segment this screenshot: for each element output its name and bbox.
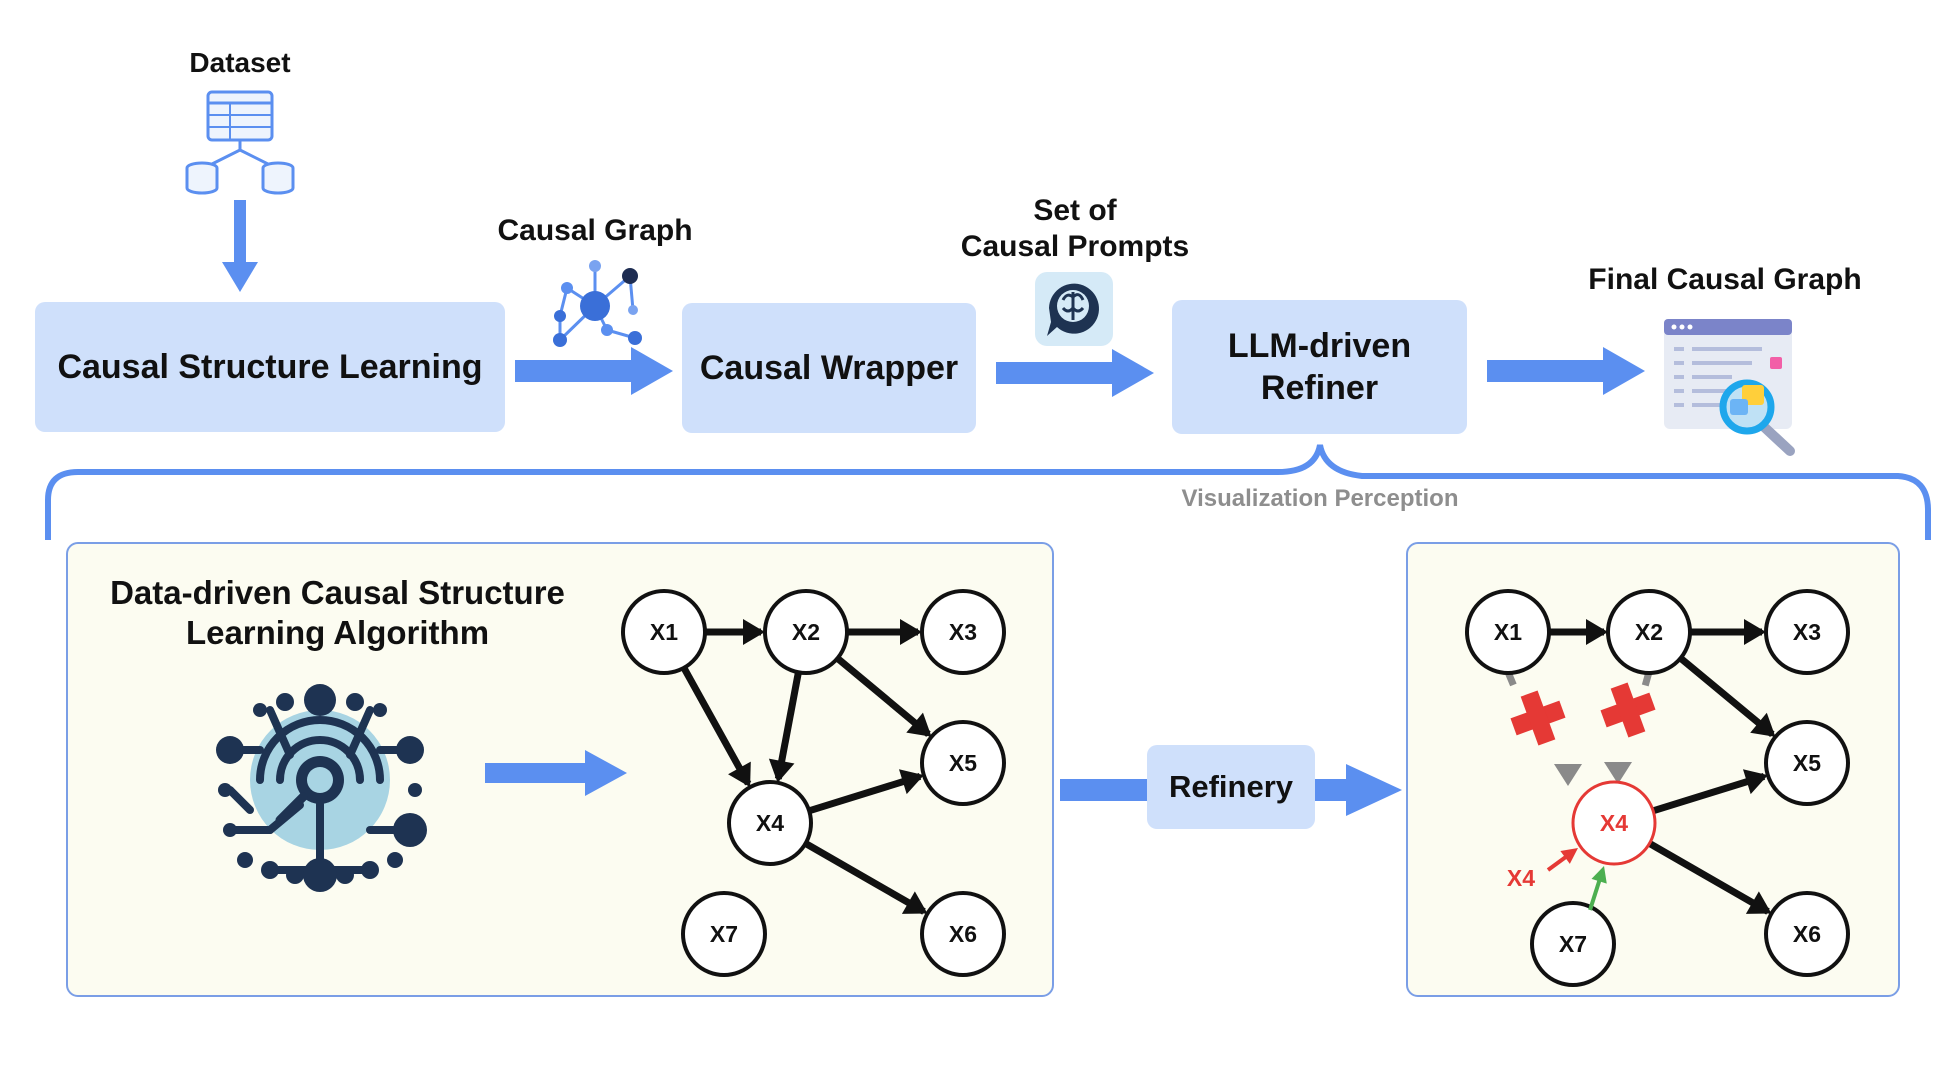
arrowhead-x5 (1750, 712, 1776, 737)
node-x4 (727, 780, 813, 866)
node-x5 (920, 720, 1006, 806)
x4-red-label: X4 (1507, 865, 1535, 891)
node-label-x4: X4 (756, 810, 784, 836)
node-x3 (920, 589, 1006, 675)
causal-prompts-label-line2: Causal Prompts (960, 230, 1190, 263)
refinery-text: Refinery (1168, 768, 1294, 804)
removed-edge (1504, 670, 1532, 722)
node-x2 (763, 589, 849, 675)
node-x7 (681, 891, 767, 977)
red-x-icon (1510, 690, 1566, 746)
removed-edge (1626, 671, 1653, 741)
node-label-x6: X6 (949, 921, 977, 947)
node-label-x5: X5 (1793, 750, 1821, 776)
edge-x2-x5 (835, 655, 931, 737)
causal-structure-learning-box: Causal Structure Learning (35, 302, 505, 432)
visualization-brace (45, 444, 1931, 540)
arrowhead-x2 (1586, 619, 1608, 645)
node-label-x2: X2 (792, 619, 820, 645)
node-x4 (1571, 780, 1657, 866)
arrowhead-x4 (728, 761, 751, 788)
node-x3 (1764, 589, 1850, 675)
visualization-perception-caption: Visualization Perception (1181, 485, 1459, 512)
edge-x2-x5 (1678, 655, 1775, 737)
green-suggest-arrow (1588, 876, 1603, 911)
edge-x4-x6 (803, 840, 926, 915)
edge-x1-x4 (680, 666, 752, 786)
node-label-x6: X6 (1793, 921, 1821, 947)
arrowhead-x3 (900, 619, 922, 645)
arrowhead-x5 (898, 769, 924, 795)
node-x5 (1764, 720, 1850, 806)
node-label-x3: X3 (949, 619, 977, 645)
causal-wrapper-box: Causal Wrapper (682, 303, 976, 433)
report-search-icon (1664, 319, 1795, 456)
node-x6 (1764, 891, 1850, 977)
arrowhead-x2 (743, 619, 765, 645)
llm-refiner-text-line2: Refiner (1260, 369, 1379, 407)
causal-graph-icon (553, 260, 642, 347)
brain-chat-icon (1035, 272, 1113, 346)
arrow-brain-to-graph (485, 750, 627, 796)
algorithm-title-line1: Data-driven Causal Structure (110, 574, 565, 611)
red-suggest-arrow (1546, 853, 1570, 872)
causal-prompts-label-line1: Set of (1033, 194, 1117, 227)
node-label-x2: X2 (1635, 619, 1663, 645)
node-label-x7: X7 (1559, 931, 1587, 957)
causal-wrapper-text: Causal Wrapper (699, 348, 959, 387)
ai-brain-icon (216, 684, 427, 892)
node-x1 (1465, 589, 1551, 675)
algorithm-title-line2: Learning Algorithm (185, 613, 490, 651)
dataset-label: Dataset (189, 47, 291, 78)
node-label-x3: X3 (1793, 619, 1821, 645)
node-x7 (1530, 901, 1616, 987)
red-suggest-arrow-head (1560, 848, 1578, 864)
arrowhead-x6 (1745, 891, 1772, 914)
red-x-icon (1600, 682, 1656, 738)
arrow-refiner-to-final (1487, 347, 1645, 395)
dataset-icon (185, 90, 295, 195)
arrow-csl-to-wrapper (515, 347, 673, 395)
node-label-x1: X1 (1494, 619, 1522, 645)
node-x1 (621, 589, 707, 675)
dataset-down-arrow (222, 200, 258, 292)
causal-graph-label: Causal Graph (497, 214, 693, 247)
edge-x4-x5 (808, 773, 922, 815)
final-causal-graph-label: Final Causal Graph (1588, 263, 1862, 296)
node-x6 (920, 891, 1006, 977)
arrowhead-x5 (906, 712, 932, 737)
arrowhead-x4 (768, 758, 795, 783)
refinery-box: Refinery (1147, 745, 1315, 829)
green-suggest-arrow-head (1591, 866, 1607, 884)
causal-prompts-label: Set of Causal Prompts (945, 193, 1205, 265)
causal-structure-learning-text: Causal Structure Learning (57, 347, 483, 386)
node-x2 (1606, 589, 1692, 675)
node-label-x5: X5 (949, 750, 977, 776)
edge-x4-x6 (1647, 840, 1770, 915)
arrow-wrapper-to-refiner (996, 349, 1154, 397)
edge-x4-x5 (1652, 773, 1766, 815)
arrowhead-x3 (1744, 619, 1766, 645)
node-label-x1: X1 (650, 619, 678, 645)
llm-refiner-box: LLM-driven Refiner (1172, 300, 1467, 434)
node-label-x4: X4 (1600, 810, 1628, 836)
edge-x2-x4 (774, 671, 802, 780)
removed-arrowhead (1554, 764, 1582, 786)
llm-refiner-text-line1: LLM-driven (1227, 326, 1412, 365)
removed-arrowhead (1604, 762, 1632, 784)
arrowhead-x6 (901, 891, 928, 914)
arrowhead-x5 (1742, 769, 1768, 795)
algorithm-title: Data-driven Causal Structure Learning Al… (80, 573, 595, 652)
node-label-x7: X7 (710, 921, 738, 947)
